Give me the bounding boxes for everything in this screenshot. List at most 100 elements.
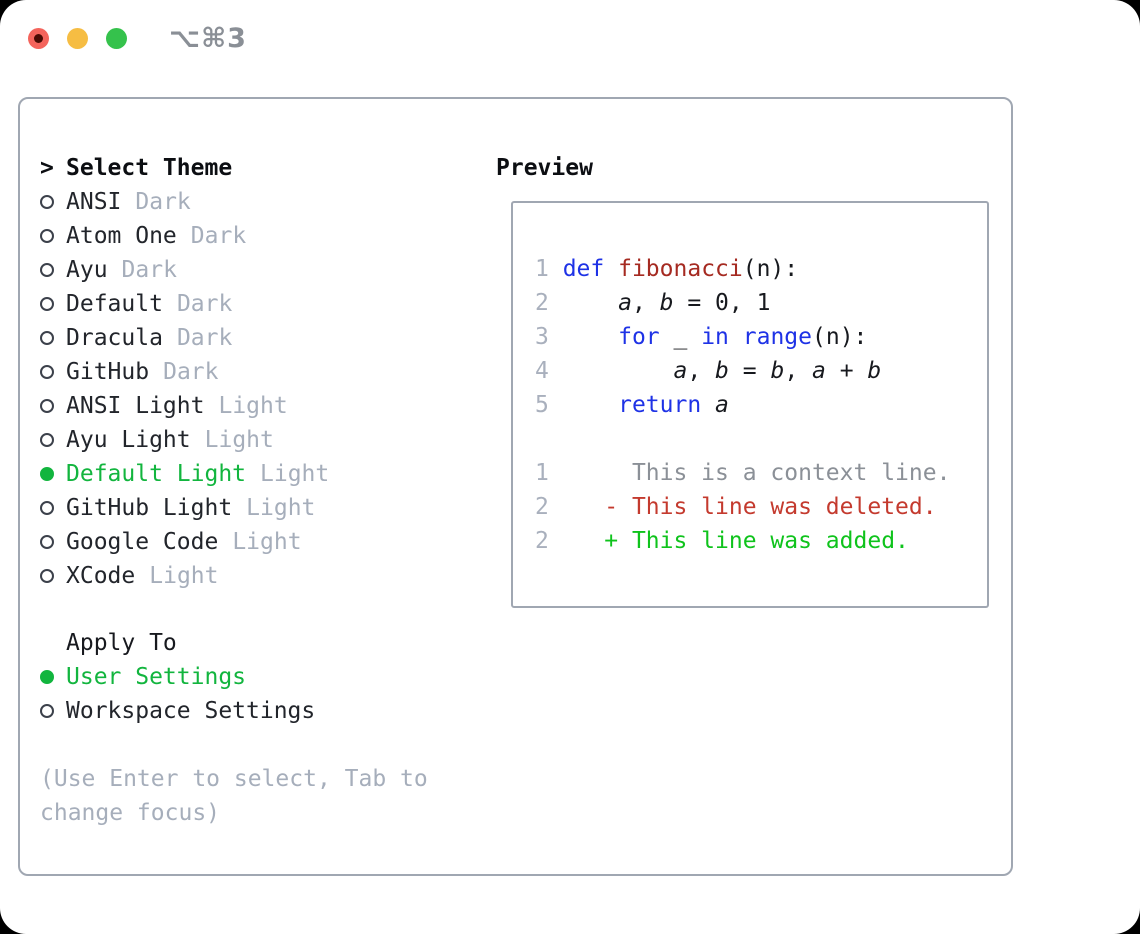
- radio-icon: [40, 331, 54, 345]
- theme-option-label: ANSI: [66, 189, 122, 215]
- radio-icon: [40, 297, 54, 311]
- radio-selected-icon: [40, 670, 54, 684]
- line-number: 1: [535, 460, 563, 486]
- line-number: 2: [535, 290, 563, 316]
- code-token: range: [742, 324, 812, 350]
- code-token: - This line was deleted.: [562, 494, 937, 520]
- theme-option-default-light[interactable]: Default Light Light: [40, 457, 480, 491]
- code-token: b: [659, 290, 674, 316]
- line-number: [535, 426, 563, 452]
- theme-variant-tag: Light: [260, 461, 330, 487]
- theme-option-label: Ayu Light: [66, 427, 191, 453]
- help-text: (Use Enter to select, Tab to change focu…: [40, 766, 428, 826]
- code-token: b: [770, 358, 785, 384]
- select-theme-header: > Select Theme: [40, 151, 480, 185]
- radio-selected-icon: [40, 467, 54, 481]
- theme-option-label: XCode: [66, 563, 136, 589]
- code-token: ,: [631, 290, 660, 316]
- code-token: return: [618, 392, 702, 418]
- theme-option-label: ANSI Light: [66, 393, 205, 419]
- code-token: def: [562, 256, 605, 282]
- code-token: [563, 392, 618, 418]
- theme-variant-tag: Dark: [135, 189, 191, 215]
- radio-icon: [40, 263, 54, 277]
- radio-icon: [40, 433, 54, 447]
- code-token: (n):: [742, 256, 799, 282]
- radio-icon: [40, 501, 54, 515]
- line-number: 3: [535, 324, 563, 350]
- theme-variant-tag: Light: [218, 393, 288, 419]
- code-token: + This line was added.: [562, 528, 909, 554]
- theme-option-label: Default: [66, 291, 163, 317]
- code-line: 2 + This line was added.: [535, 524, 977, 558]
- code-token: [563, 324, 618, 350]
- code-token: [604, 256, 618, 282]
- code-line: 5 return a: [535, 388, 977, 422]
- code-line: 2 - This line was deleted.: [535, 490, 977, 524]
- theme-variant-tag: Dark: [163, 359, 219, 385]
- window-shortcut-label: ⌥⌘3: [169, 22, 247, 54]
- radio-icon: [40, 535, 54, 549]
- code-token: _: [659, 324, 702, 350]
- theme-option-label: Ayu: [66, 257, 108, 283]
- code-token: in: [701, 324, 729, 350]
- theme-option-ansi[interactable]: ANSI Dark: [40, 185, 480, 219]
- theme-option-label: GitHub: [66, 359, 150, 385]
- theme-variant-tag: Light: [149, 563, 219, 589]
- theme-option-google-code[interactable]: Google Code Light: [40, 525, 480, 559]
- titlebar: ⌥⌘3: [0, 0, 1140, 76]
- preview-title: Preview: [496, 155, 593, 181]
- code-token: a: [673, 358, 688, 384]
- theme-option-label: Google Code: [66, 529, 219, 555]
- code-token: a: [812, 358, 826, 384]
- theme-option-ayu[interactable]: Ayu Dark: [40, 253, 480, 287]
- theme-variant-tag: Dark: [121, 257, 177, 283]
- code-line: 4 a, b = b, a + b: [535, 354, 977, 388]
- apply-option-user-settings[interactable]: User Settings: [40, 660, 480, 694]
- radio-icon: [40, 704, 54, 718]
- theme-option-github[interactable]: GitHub Dark: [40, 355, 480, 389]
- line-number: 5: [535, 392, 563, 418]
- code-token: [701, 392, 715, 418]
- code-token: ,: [687, 358, 716, 384]
- theme-option-label: GitHub Light: [66, 495, 233, 521]
- code-token: ,: [784, 358, 813, 384]
- code-token: [563, 358, 674, 384]
- theme-option-xcode[interactable]: XCode Light: [40, 559, 480, 593]
- code-token: a: [715, 392, 729, 418]
- code-token: +: [825, 358, 868, 384]
- apply-option-workspace-settings[interactable]: Workspace Settings: [40, 694, 480, 728]
- code-token: = 0, 1: [673, 290, 771, 316]
- code-line: 3 for _ in range(n):: [535, 320, 977, 354]
- blank-line: [535, 422, 977, 456]
- section-gap: [40, 593, 480, 626]
- theme-option-default[interactable]: Default Dark: [40, 287, 480, 321]
- theme-variant-tag: Light: [232, 529, 302, 555]
- close-button[interactable]: [28, 27, 49, 49]
- apply-to-title: Apply To: [66, 630, 177, 656]
- theme-option-label: Default Light: [66, 461, 247, 487]
- minimize-button[interactable]: [67, 27, 88, 49]
- theme-option-ansi-light[interactable]: ANSI Light Light: [40, 389, 480, 423]
- line-number: 1: [535, 256, 563, 282]
- zoom-button[interactable]: [106, 27, 127, 49]
- code-token: (n):: [812, 324, 868, 350]
- code-token: This is a context line.: [562, 460, 951, 486]
- code-token: [563, 290, 618, 316]
- code-token: =: [728, 358, 771, 384]
- code-token: [729, 324, 743, 350]
- theme-variant-tag: Dark: [190, 223, 247, 249]
- apply-option-label: User Settings: [66, 664, 247, 690]
- apply-option-label: Workspace Settings: [66, 698, 316, 724]
- theme-variant-tag: Dark: [176, 291, 233, 317]
- code-token: b: [867, 358, 882, 384]
- line-number: 2: [535, 494, 563, 520]
